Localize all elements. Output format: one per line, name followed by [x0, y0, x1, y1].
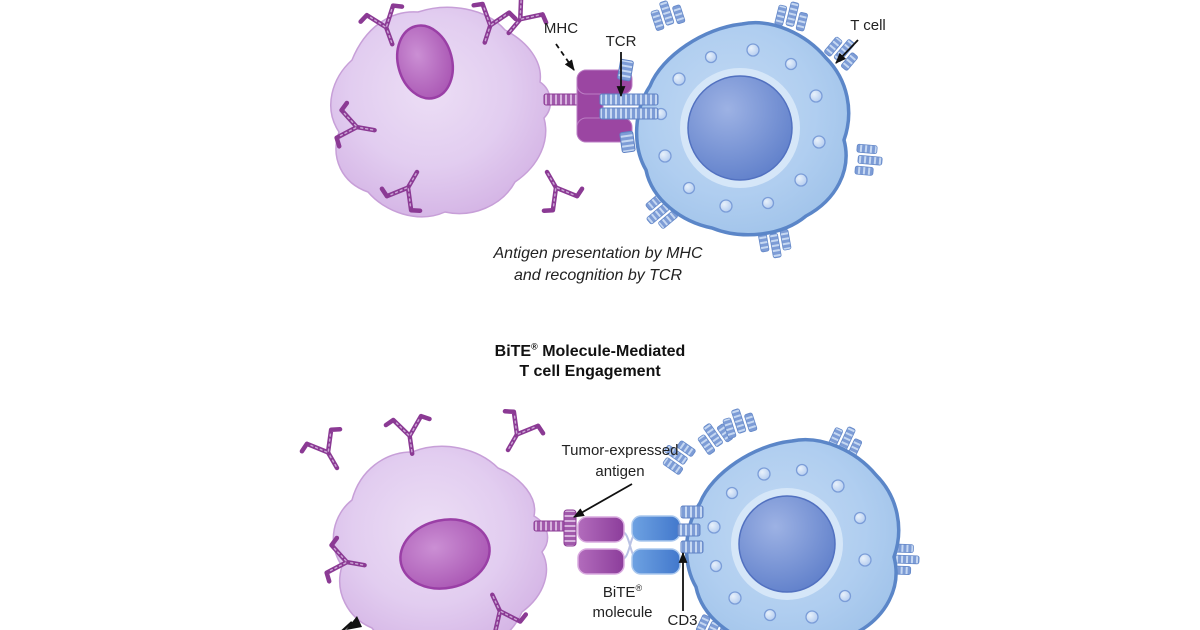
registered-mark: ® — [635, 583, 643, 593]
bite-molecule-label-line-2: molecule — [592, 604, 653, 621]
mhc-stem — [543, 93, 581, 106]
bite-anti-tumor-arm — [577, 516, 625, 575]
t-cell-nucleus-bottom — [738, 495, 836, 593]
tcr-bars — [599, 93, 659, 120]
section-title: BiTE® Molecule-Mediated T cell Engagemen… — [430, 342, 750, 382]
registered-mark: ® — [531, 341, 538, 352]
cd3-receptor — [677, 505, 704, 554]
tumor-antigen-label-line-1: Tumor-expressed — [561, 442, 679, 459]
tcr-side-stubs — [617, 58, 636, 153]
cd3-label: CD3 — [667, 612, 698, 629]
section-title-line-2: T cell Engagement — [519, 363, 661, 380]
tumor-nucleus-bottom — [399, 518, 491, 590]
t-cell-nucleus-top — [687, 75, 793, 181]
top-panel-art — [330, 0, 884, 261]
tcr-label: TCR — [605, 33, 637, 50]
bite-molecule-junction — [533, 505, 704, 575]
bottom-panel-arrows — [341, 483, 688, 630]
tumor-cell-bottom — [300, 408, 549, 630]
tumor-antigen-stem — [533, 520, 567, 532]
tumor-antigen — [563, 509, 577, 547]
mhc-tcr-junction — [543, 58, 659, 153]
t-cell-top — [635, 0, 884, 261]
bottom-panel-art — [300, 404, 920, 630]
t-cell-label: T cell — [850, 17, 886, 34]
tumor-antigen-label: Tumor-expressed antigen — [545, 440, 695, 482]
section-title-line-1: BiTE® Molecule-Mediated — [494, 341, 686, 360]
caption-line-1: Antigen presentation by MHC — [493, 245, 703, 262]
bite-molecule-label: BiTE® molecule — [580, 583, 665, 623]
tumor-nucleus-top — [395, 24, 455, 100]
t-cell-granules-top — [654, 43, 826, 213]
top-panel-arrows — [555, 39, 859, 98]
clipped-arrow-fragment — [341, 621, 353, 630]
mhc-arrow — [555, 43, 575, 71]
clipped-arrowhead — [346, 616, 362, 630]
t-cell-arrow — [835, 39, 859, 64]
bite-anti-cd3-arm — [631, 515, 681, 575]
bite-molecule-label-line-1: BiTE® — [602, 583, 643, 602]
tumor-antigen-label-line-2: antigen — [595, 463, 645, 480]
caption-line-2: and recognition by TCR — [513, 267, 683, 284]
t-cell-granules-bottom — [707, 463, 872, 624]
top-panel-caption: Antigen presentation by MHC and recognit… — [438, 243, 758, 287]
tumor-cell-top — [330, 0, 584, 218]
tumor-antigen-arrow — [573, 483, 633, 518]
mhc-molecule — [576, 69, 633, 143]
t-cell-bottom — [657, 404, 920, 630]
mhc-label: MHC — [543, 20, 579, 37]
